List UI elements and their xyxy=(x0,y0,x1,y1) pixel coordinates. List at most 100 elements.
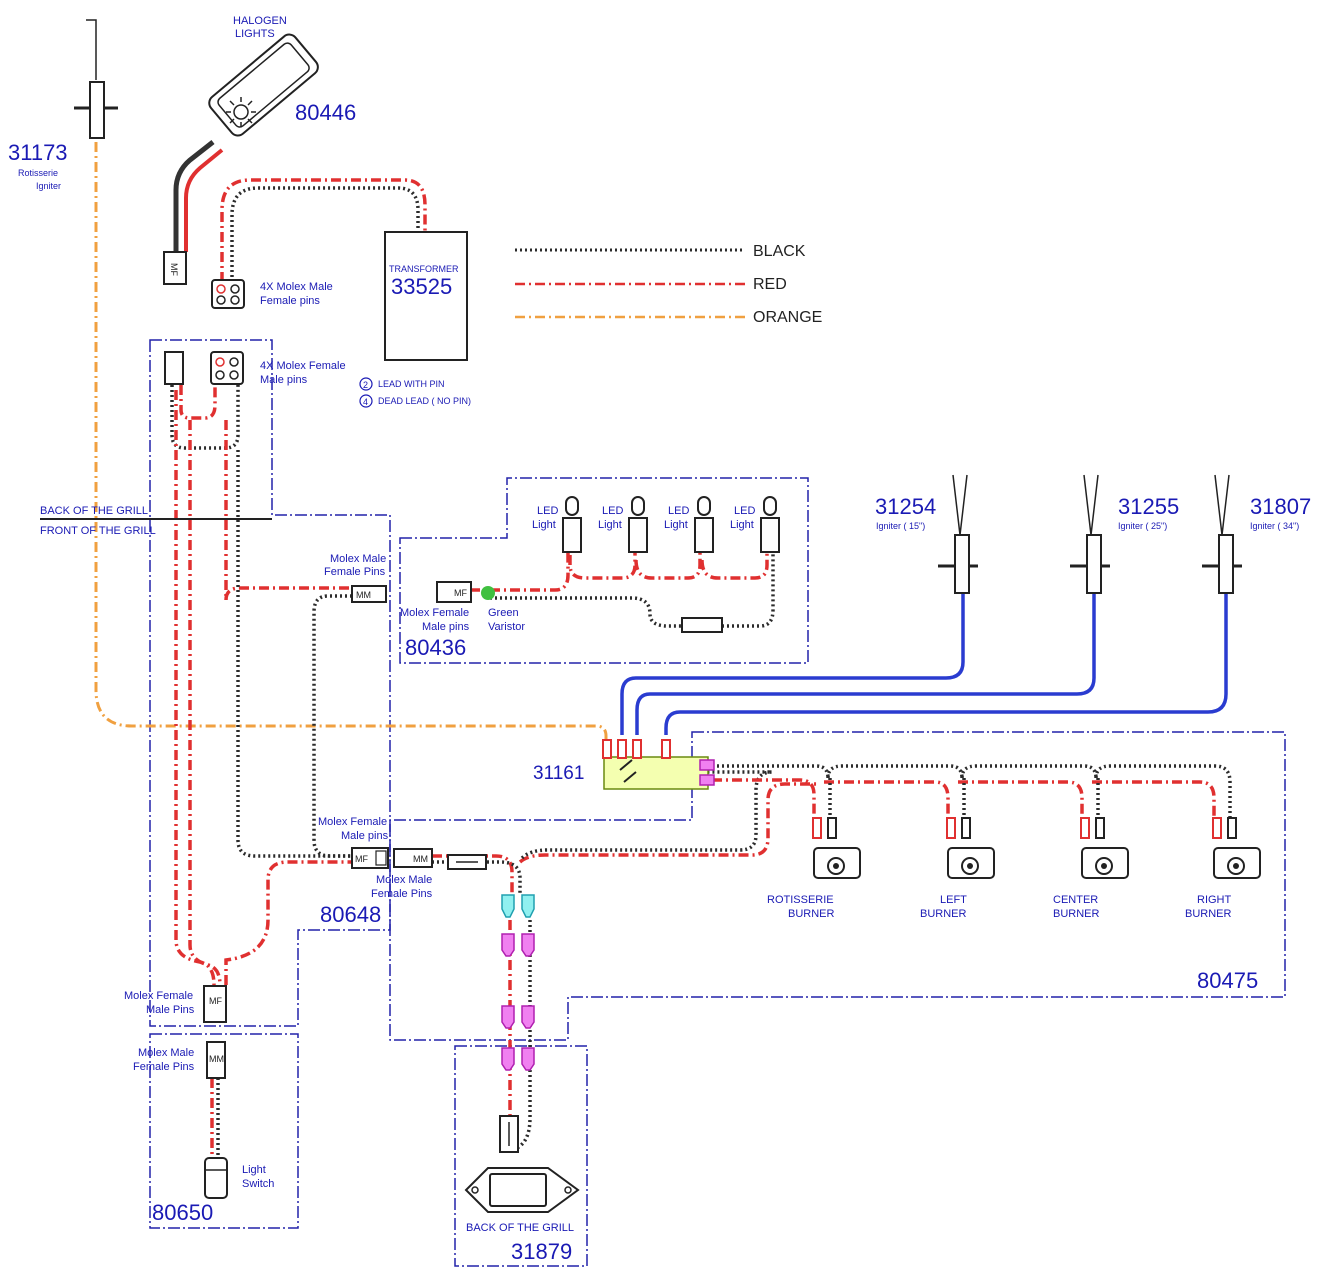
igniter-25-label: Igniter ( 25") xyxy=(1118,521,1167,531)
ignition-module-31161 xyxy=(603,756,709,790)
igniter-electrode-25 xyxy=(1070,474,1110,594)
wire-black-burner-feed xyxy=(520,770,773,860)
molex-mm-main-tag: MM xyxy=(413,854,428,864)
wire-red-trunk-2 xyxy=(188,420,222,986)
wire-red-burner-feed xyxy=(518,782,820,864)
spark-generator-31879 xyxy=(464,1167,580,1213)
wire-black-80436-down xyxy=(312,594,352,858)
molex-male-female-label-1: Molex Male xyxy=(330,553,386,565)
halogen-cable-black xyxy=(173,140,215,252)
right-burner-label-1: RIGHT xyxy=(1197,894,1232,906)
molex-male-female-main-label-2: Female Pins xyxy=(371,888,433,900)
box-80650 xyxy=(149,1033,299,1229)
igniter-25-pn: 31255 xyxy=(1118,494,1179,519)
igniter-15-pn: 31254 xyxy=(875,494,936,519)
halogen-label-1: HALOGEN xyxy=(233,15,287,27)
right-burner-label-2: BURNER xyxy=(1185,908,1232,920)
molex-male-female-switch-label-2: Female Pins xyxy=(133,1061,195,1073)
lead-key-icons xyxy=(359,377,373,408)
igniter-34-pn: 31807 xyxy=(1250,494,1311,519)
main-harness-pn: 80648 xyxy=(320,902,381,927)
igniter-15-label: Igniter ( 15") xyxy=(876,521,925,531)
wire-red-to-main xyxy=(224,860,352,985)
left-burner-label-1: LEFT xyxy=(940,894,967,906)
molex-female-male-main-label-1: Molex Female xyxy=(318,816,387,828)
transformer-pn: 33525 xyxy=(391,274,452,299)
wire-black-burners xyxy=(712,764,1232,818)
wire-red-transformer xyxy=(220,178,427,282)
dead-lead: DEAD LEAD ( NO PIN) xyxy=(378,396,471,406)
module-output-terminals xyxy=(699,759,715,786)
rotisserie-igniter-label-1: Rotisserie xyxy=(18,168,58,178)
wire-black-trunk-center xyxy=(236,450,352,858)
wire-red-main-loop xyxy=(432,854,514,895)
led-light-1 xyxy=(562,496,582,553)
molex-female-male-switch-label-1: Molex Female xyxy=(124,990,193,1002)
igniter-electrode-34 xyxy=(1202,474,1242,594)
rotisserie-burner-label-1: ROTISSERIE xyxy=(767,894,834,906)
led-2-label-2: Light xyxy=(598,519,622,531)
molex-mm-main xyxy=(393,848,433,868)
halogen-cable-red xyxy=(184,148,224,252)
inline-fuse-80436 xyxy=(681,617,723,633)
molex-mf-halogen: MF xyxy=(163,251,187,285)
transformer-label: TRANSFORMER xyxy=(389,264,459,274)
left-burner-label-2: BURNER xyxy=(920,908,967,920)
transformer-box xyxy=(384,231,468,361)
wire-red-trunk-1 xyxy=(174,390,216,986)
molex-mf-switch-top xyxy=(203,985,227,1023)
rotisserie-igniter-31173 xyxy=(74,19,118,139)
molex-mm-switch-tag: MM xyxy=(209,1054,224,1064)
molex-4x-male-label-1: 4X Molex Male xyxy=(260,281,333,293)
led-1-label-1: LED xyxy=(537,505,558,517)
led-harness-pn: 80436 xyxy=(405,635,466,660)
led-4-label-2: Light xyxy=(730,519,754,531)
halogen-light-fixture xyxy=(208,33,319,137)
led-1-label-2: Light xyxy=(532,519,556,531)
molex-4x-male-label-2: Female pins xyxy=(260,295,320,307)
molex-female-male-main-label-2: Male pins xyxy=(341,830,389,842)
led-2-label-1: LED xyxy=(602,505,623,517)
molex-male-female-label-2: Female Pins xyxy=(324,566,386,578)
molex-mm-80436-tag: MM xyxy=(356,590,371,600)
rotisserie-igniter-label-2: Igniter xyxy=(36,181,61,191)
green-varistor-label-2: Varistor xyxy=(488,621,525,633)
molex-female-male-80436-label-2: Male pins xyxy=(422,621,470,633)
led-light-2 xyxy=(628,496,648,553)
molex-mf-80436-tag: MF xyxy=(454,588,467,598)
molex-female-male-80436-label-1: Molex Female xyxy=(400,607,469,619)
harness-boxes xyxy=(149,339,1286,1267)
led-3-label-2: Light xyxy=(664,519,688,531)
molex-4x-female xyxy=(210,351,244,385)
inline-fuse-main xyxy=(447,854,487,870)
molex-mf-main-tag: MF xyxy=(355,854,368,864)
box-80436 xyxy=(399,477,809,664)
led-light-3 xyxy=(694,496,714,553)
wire-red-trunk-3 xyxy=(224,420,358,601)
front-of-grill-label: FRONT OF THE GRILL xyxy=(40,525,156,537)
halogen-pn: 80446 xyxy=(295,100,356,125)
molex-mm-80436 xyxy=(351,585,387,603)
led-light-4 xyxy=(760,496,780,553)
light-switch xyxy=(204,1157,228,1199)
molex-4x-male xyxy=(211,279,245,309)
wire-blue-igniter-34 xyxy=(664,592,1228,735)
molex-4x-female-label-2: Male pins xyxy=(260,374,308,386)
molex-4x-female-label-1: 4X Molex Female xyxy=(260,360,346,372)
igniter-electrode-15 xyxy=(938,474,978,594)
light-switch-label-2: Switch xyxy=(242,1178,274,1190)
box-31879 xyxy=(454,1045,588,1267)
cyan-spade-terminals xyxy=(501,894,535,918)
box-80475 xyxy=(389,731,1286,1041)
legend-red: RED xyxy=(753,276,787,293)
center-burner-label-2: BURNER xyxy=(1053,908,1100,920)
molex-female-male-switch-label-2: Male Pins xyxy=(146,1004,195,1016)
wire-red-burners xyxy=(712,778,1216,818)
legend-black: BLACK xyxy=(753,243,806,260)
ignition-pn: 31879 xyxy=(511,1239,572,1264)
right-burner-valve xyxy=(1212,817,1261,879)
led-4-label-1: LED xyxy=(734,505,755,517)
wire-red-led-string xyxy=(470,550,769,592)
module-pn: 31161 xyxy=(533,763,584,784)
